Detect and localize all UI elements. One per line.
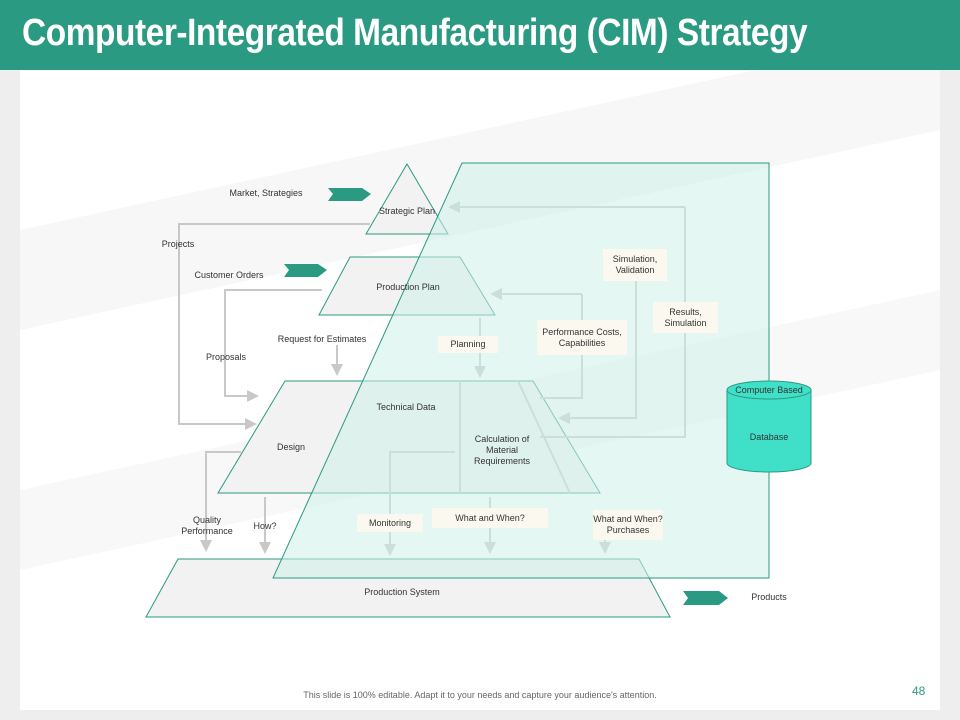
design-label: Design [276, 442, 305, 452]
customer-orders-arrow-icon [284, 264, 327, 277]
request-estimates-label: Request for Estimates [277, 334, 367, 344]
customer-orders-label: Customer Orders [194, 270, 264, 280]
page-title: Computer-Integrated Manufacturing (CIM) … [22, 12, 808, 54]
planning-box: Planning [438, 336, 498, 353]
database-label-line2: Database [749, 432, 789, 442]
page-number: 48 [912, 684, 926, 698]
products-label: Products [751, 592, 787, 602]
strategic-plan-label: Strategic Plan [378, 206, 436, 216]
production-plan-label: Production Plan [376, 282, 440, 292]
what-when-purchases-box: What and When? Purchases [593, 510, 663, 540]
footer-note: This slide is 100% editable. Adapt it to… [303, 690, 657, 700]
strategic-plan-shape [365, 163, 449, 235]
calculation-material-label: Calculation of Material Requirements [473, 434, 531, 466]
market-strategies-label: Market, Strategies [229, 188, 303, 198]
what-when-box: What and When? [432, 508, 548, 528]
simulation-validation-box: Simulation, Validation [603, 249, 667, 281]
market-arrow-icon [328, 188, 371, 201]
database-label-line1: Computer Based [735, 385, 803, 395]
products-arrow-icon [683, 591, 728, 605]
monitoring-box: Monitoring [357, 514, 423, 532]
projects-label: Projects [161, 239, 195, 249]
performance-costs-box: Performance Costs, Capabilities [537, 320, 627, 355]
results-simulation-box: Results, Simulation [653, 302, 718, 333]
how-label: How? [253, 521, 277, 531]
header-bar: Computer-Integrated Manufacturing (CIM) … [0, 0, 960, 70]
database-cylinder [726, 380, 812, 473]
proposals-label: Proposals [205, 352, 247, 362]
quality-performance-label: Quality Performance [181, 515, 233, 536]
technical-data-label: Technical Data [376, 402, 436, 412]
production-system-label: Production System [364, 587, 440, 597]
